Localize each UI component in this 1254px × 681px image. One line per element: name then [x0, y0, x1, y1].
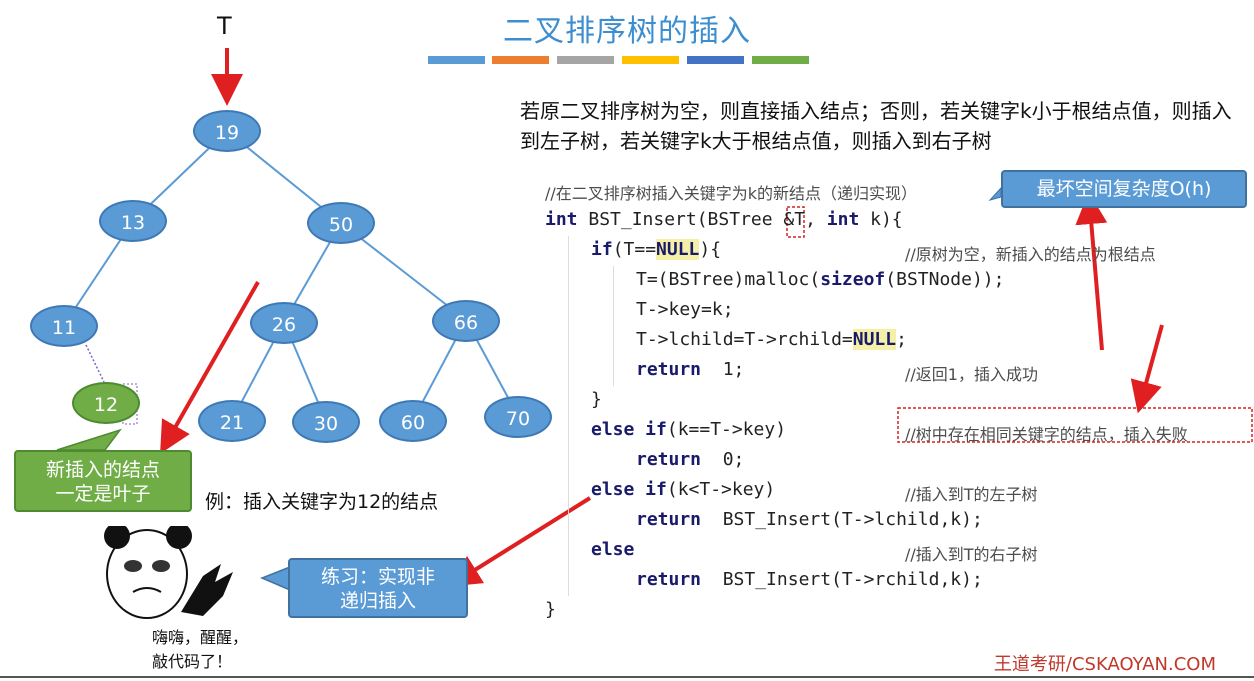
slide-title: 二叉排序树的插入 — [503, 14, 751, 49]
code-line-7: } — [591, 389, 602, 410]
code-kw-return: return — [636, 569, 702, 590]
meme-caption-line1: 嗨嗨，醒醒， — [152, 628, 249, 647]
code-kw-null: NULL — [852, 329, 897, 350]
code-text: ; — [896, 329, 907, 350]
code-line-2: if(T==NULL){ — [591, 239, 721, 260]
code-kw-int: int — [545, 209, 578, 230]
code-text: k){ — [859, 209, 903, 230]
tree-node-13: 13 — [99, 200, 167, 242]
code-line-9: return 0; — [636, 449, 744, 470]
code-line-3: T=(BSTree)malloc(sizeof(BSTNode)); — [636, 269, 1004, 290]
accent-bar-5 — [687, 56, 744, 64]
code-text: (k<T->key) — [666, 479, 776, 500]
code-comment-line-12: //插入到T的右子树 — [905, 545, 1038, 564]
code-text: (k==T->key) — [666, 419, 787, 440]
meme-caption: 嗨嗨，醒醒， 敲代码了！ — [152, 626, 248, 674]
code-kw-else: else — [591, 539, 635, 560]
code-indent-guide-2 — [613, 266, 614, 386]
accent-bar-3 — [557, 56, 614, 64]
leaf-callout-line1: 新插入的结点 — [45, 459, 160, 481]
panda-meme-image — [104, 526, 233, 619]
code-line-8: else if(k==T->key) — [591, 419, 786, 440]
tree-node-30: 30 — [292, 401, 360, 443]
leaf-callout-line2: 一定是叶子 — [55, 483, 151, 505]
code-kw-sizeof: sizeof — [820, 269, 886, 290]
code-kw-return: return — [636, 359, 702, 380]
code-ref-amp: & — [783, 209, 795, 230]
code-line-4: T->key=k; — [636, 299, 734, 320]
exercise-callout: 练习：实现非 递归插入 — [288, 558, 468, 618]
tree-node-66: 66 — [432, 300, 500, 342]
code-text: BST_Insert(T->rchild,k); — [701, 569, 983, 590]
exercise-callout-line2: 递归插入 — [339, 590, 416, 612]
code-kw-int: int — [826, 209, 860, 230]
tree-node-50: 50 — [307, 202, 375, 244]
code-kw-if: if — [591, 239, 613, 260]
code-kw-return: return — [636, 509, 702, 530]
meme-caption-line2: 敲代码了！ — [152, 652, 233, 671]
code-text: T, — [794, 209, 827, 230]
code-comment-line-10: //插入到T的左子树 — [905, 485, 1038, 504]
code-text: 1; — [701, 359, 745, 380]
code-kw-else-if: else if — [591, 479, 667, 500]
code-line-12: else — [591, 539, 634, 560]
description-text: 若原二叉排序树为空，则直接插入结点；否则，若关键字k小于根结点值，则插入到左子树… — [520, 99, 1232, 153]
code-line-1: int BST_Insert(BSTree &T, int k){ — [545, 209, 903, 230]
accent-bar-6 — [752, 56, 809, 64]
tree-node-26: 26 — [250, 302, 318, 344]
code-indent-guide — [568, 236, 569, 596]
code-text: (T== — [612, 239, 657, 260]
code-comment-header: //在二叉排序树插入关键字为k的新结点（递归实现） — [545, 180, 917, 204]
tree-node-19: 19 — [193, 110, 261, 152]
code-line-10: else if(k<T->key) — [591, 479, 775, 500]
code-line-11: return BST_Insert(T->lchild,k); — [636, 509, 983, 530]
code-kw-return: return — [636, 449, 702, 470]
complexity-callout: 最坏空间复杂度O(h) — [1001, 170, 1247, 208]
code-text: (BSTNode)); — [885, 269, 1005, 290]
code-comment-line-8: //树中存在相同关键字的结点，插入失败 — [905, 425, 1188, 444]
code-line-14: } — [545, 599, 556, 620]
code-text: 0; — [701, 449, 745, 470]
tree-node-60: 60 — [379, 400, 447, 442]
example-text: 例：插入关键字为12的结点 — [205, 491, 439, 513]
code-line-13: return BST_Insert(T->rchild,k); — [636, 569, 983, 590]
code-kw-null: NULL — [656, 239, 700, 260]
code-comment-line-6: //返回1，插入成功 — [905, 365, 1038, 384]
code-text: BST_Insert(BSTree — [577, 209, 784, 230]
accent-bar-4 — [622, 56, 679, 64]
tree-node-70: 70 — [484, 396, 552, 438]
code-text: T->lchild=T->rchild= — [636, 329, 853, 350]
code-kw-else-if: else if — [591, 419, 667, 440]
code-text: ){ — [699, 239, 722, 260]
bottom-divider — [0, 676, 1254, 678]
footer-brand: 王道考研/CSKAOYAN.COM — [993, 654, 1216, 675]
code-line-5: T->lchild=T->rchild=NULL; — [636, 329, 907, 350]
tree-node-21: 21 — [198, 400, 266, 442]
code-text: T=(BSTree)malloc( — [636, 269, 821, 290]
code-text: BST_Insert(T->lchild,k); — [701, 509, 983, 530]
code-comment-header-text: //在二叉排序树插入关键字为k的新结点（递归实现） — [545, 184, 918, 203]
tree-node-new-12: 12 — [72, 382, 140, 424]
exercise-callout-line1: 练习：实现非 — [320, 566, 435, 588]
accent-bar-2 — [492, 56, 549, 64]
root-pointer-label: T — [217, 12, 232, 40]
leaf-callout: 新插入的结点 一定是叶子 — [14, 450, 192, 512]
tree-node-11: 11 — [30, 305, 98, 347]
code-comment-line-2: //原树为空，新插入的结点为根结点 — [905, 245, 1156, 264]
accent-bar-1 — [428, 56, 485, 64]
code-line-6: return 1; — [636, 359, 744, 380]
